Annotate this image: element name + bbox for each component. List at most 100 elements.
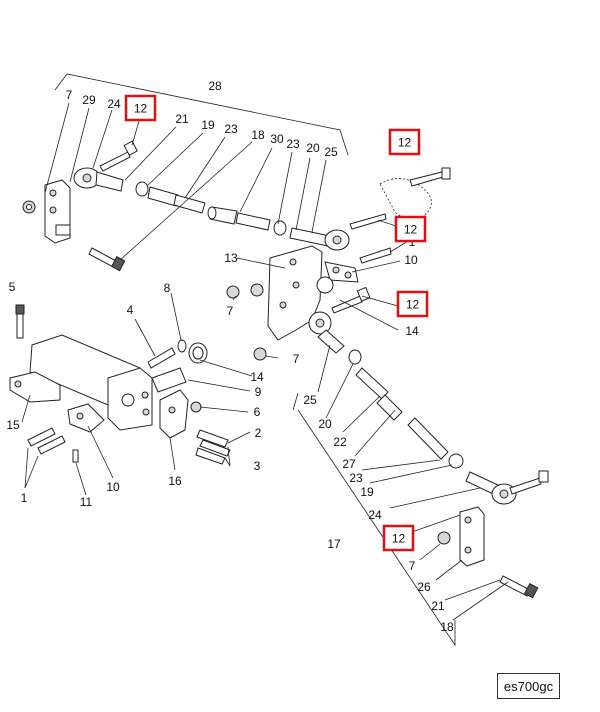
link-10 (324, 261, 359, 283)
mounting-block-15 (9, 334, 153, 431)
bracket-plate-left (44, 179, 71, 244)
callout-label: 11 (80, 495, 93, 509)
callout-label: 17 (327, 537, 341, 551)
callout-label: 23 (224, 122, 238, 136)
callout-label: 25 (303, 393, 317, 407)
group-bracket-28 (54, 73, 349, 156)
callout-label: 13 (224, 251, 238, 265)
callout-label: 28 (208, 79, 222, 93)
threaded-rod-23-mid (235, 212, 271, 231)
callout-label: 19 (201, 118, 215, 132)
highlighted-callouts: 12 12 12 12 12 (124, 94, 429, 552)
highlighted-callout-label: 12 (134, 102, 148, 116)
callout-label: 14 (405, 324, 419, 338)
threaded-rod-23-lower (407, 417, 449, 460)
callout-label: 6 (254, 405, 261, 419)
callout-label: 8 (164, 281, 171, 295)
spacer-14-upper (316, 276, 334, 294)
callout-label: 20 (306, 141, 320, 155)
callout-label: 24 (107, 97, 121, 111)
leader-lines (21, 102, 509, 621)
highlighted-callout-box: 12 (388, 128, 421, 156)
bolt-12-ghost (349, 213, 387, 230)
nut-7-c (253, 347, 267, 361)
nut-7-a (226, 285, 240, 299)
highlighted-callout-label: 12 (406, 298, 420, 312)
callout-label: 19 (360, 485, 374, 499)
highlighted-callout-box: 12 (396, 290, 429, 318)
screw-18-upper (88, 247, 126, 272)
washer-19-lower (448, 453, 464, 469)
callout-label: 9 (255, 385, 262, 399)
bracket-16 (159, 389, 189, 439)
callout-label: 29 (82, 93, 96, 107)
callout-label: 26 (417, 580, 431, 594)
rod-end-25-lower (308, 311, 345, 354)
callout-labels: 2872924211923183023202513101145847714962… (6, 79, 454, 634)
callout-label: 10 (106, 480, 120, 494)
rod-end-24-lower (465, 471, 517, 505)
callout-label: 7 (227, 304, 234, 318)
pin-11 (72, 449, 79, 463)
callout-label: 23 (286, 137, 300, 151)
screw-4 (147, 347, 176, 369)
bolt-12-lower (509, 470, 549, 495)
bolt-12-upper-right (409, 167, 451, 187)
callout-label: 20 (318, 417, 332, 431)
threaded-rod-22 (355, 367, 389, 400)
nut-6 (190, 401, 202, 413)
callout-label: 14 (250, 370, 264, 384)
callout-label: 7 (293, 352, 300, 366)
group-bracket-17 (292, 392, 456, 647)
callout-label: 22 (333, 435, 347, 449)
callout-label: 10 (404, 253, 418, 267)
bolt-1-right (359, 247, 392, 264)
callout-label: 18 (440, 620, 454, 634)
callout-label: 1 (21, 491, 28, 505)
callout-label: 23 (349, 471, 363, 485)
spacer-27 (376, 394, 403, 421)
highlighted-callout-label: 12 (398, 136, 412, 150)
washer-20-lower (348, 349, 362, 365)
highlighted-callout-box: 12 (124, 94, 157, 122)
ghost-linkage-outline (379, 178, 432, 220)
callout-label: 18 (251, 128, 265, 142)
screws-1-left (27, 427, 66, 455)
spacer-30 (207, 206, 238, 225)
callout-label: 3 (254, 459, 261, 473)
highlighted-callout-label: 12 (404, 223, 418, 237)
callout-label: 7 (66, 88, 73, 102)
callout-label: 7 (409, 559, 416, 573)
callout-label: 5 (9, 280, 16, 294)
bolt-2 (196, 429, 229, 448)
highlighted-callout-box: 12 (394, 215, 427, 243)
bracket-plate-26 (459, 506, 485, 567)
pin-14-lower (151, 367, 187, 393)
washer-8 (177, 339, 187, 353)
spacer-9 (188, 342, 208, 364)
rod-end-25-upper (289, 227, 350, 251)
callout-label: 16 (168, 474, 182, 488)
threaded-rod-23-upper (147, 186, 206, 214)
bolt-12-upper-left (99, 140, 138, 172)
bolt-12-mid (331, 286, 371, 314)
callout-label: 21 (175, 112, 189, 126)
callout-label: 21 (431, 599, 445, 613)
callout-label: 27 (342, 457, 356, 471)
reference-code-box: es700gc (497, 673, 560, 699)
callout-label: 30 (270, 132, 284, 146)
callout-label: 24 (368, 508, 382, 522)
callout-label: 25 (324, 145, 338, 159)
callout-label: 15 (6, 418, 20, 432)
washer-20-upper (273, 220, 287, 236)
screws-3 (195, 439, 231, 465)
highlighted-callout-box: 12 (382, 524, 415, 552)
plate-10-lower (67, 403, 105, 433)
screw-18-lower (499, 575, 539, 599)
nut-7-lower (437, 531, 451, 545)
nut-7-upper (22, 200, 36, 214)
rod-end-29-24 (73, 167, 124, 192)
callout-label: 4 (127, 303, 134, 317)
